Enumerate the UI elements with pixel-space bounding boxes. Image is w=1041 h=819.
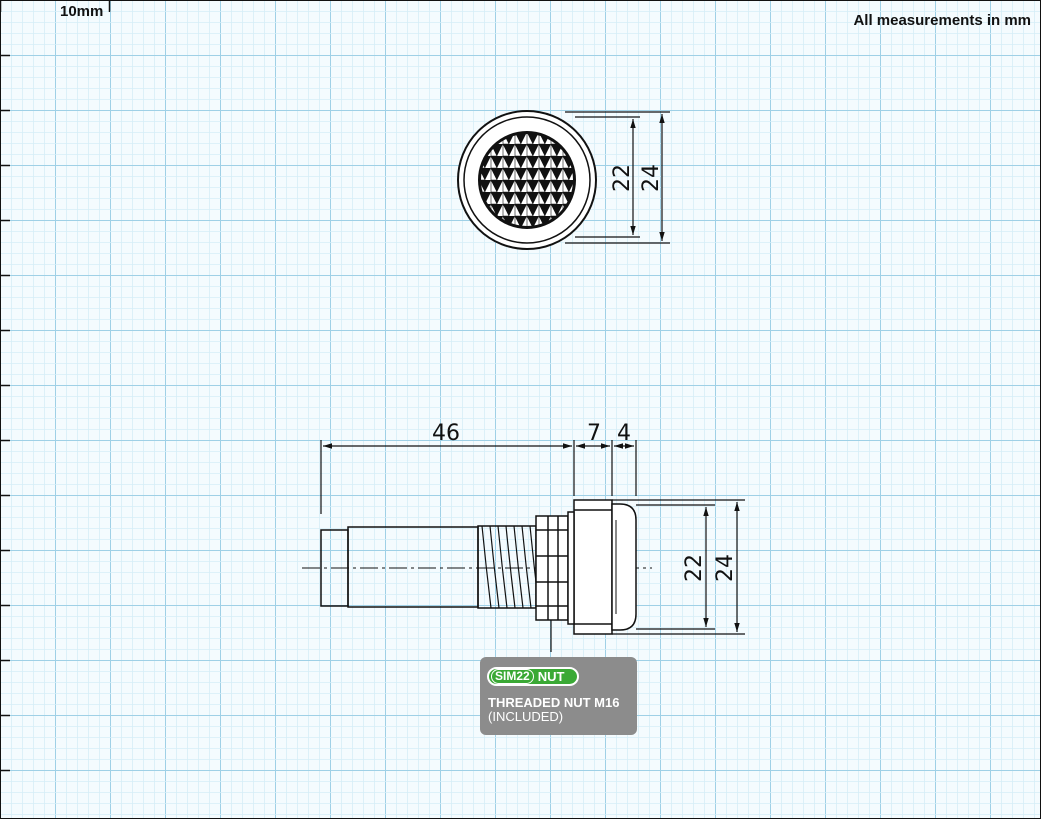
brand-tag: NUT [537, 669, 565, 684]
front-dim-24-label: 24 [639, 164, 664, 192]
nut-brand-pill: SIM22 NUT [487, 667, 579, 686]
units-note: All measurements in mm [853, 12, 1031, 29]
side-dim-22-label: 22 [682, 554, 707, 582]
side-dimension-24 [612, 499, 745, 635]
threaded-nut [535, 515, 569, 652]
lens-dome [611, 503, 637, 631]
thread-section [477, 525, 540, 609]
brand-label: SIM22 [491, 669, 534, 684]
body-tube [347, 526, 479, 608]
bezel-flange [567, 499, 613, 635]
scale-label: 10mm [60, 3, 104, 20]
front-dimension-24 [565, 111, 670, 244]
side-dim-7-label: 7 [587, 421, 601, 446]
side-dim-24-label: 24 [713, 554, 738, 582]
side-dimension-chain [320, 440, 637, 514]
side-dim-4-label: 4 [617, 421, 631, 446]
front-dimension-22 [575, 116, 640, 238]
front-view: 22 24 [457, 110, 670, 250]
side-dimension-22 [636, 504, 715, 630]
nut-subtitle: (INCLUDED) [488, 709, 564, 724]
side-dim-46-label: 46 [432, 421, 460, 446]
rear-body [320, 529, 349, 607]
side-view [302, 440, 745, 652]
nut-title: THREADED NUT M16 [488, 695, 620, 710]
front-dim-22-label: 22 [610, 164, 635, 192]
nut-callout-badge: SIM22 NUT THREADED NUT M16 (INCLUDED) [480, 657, 637, 735]
